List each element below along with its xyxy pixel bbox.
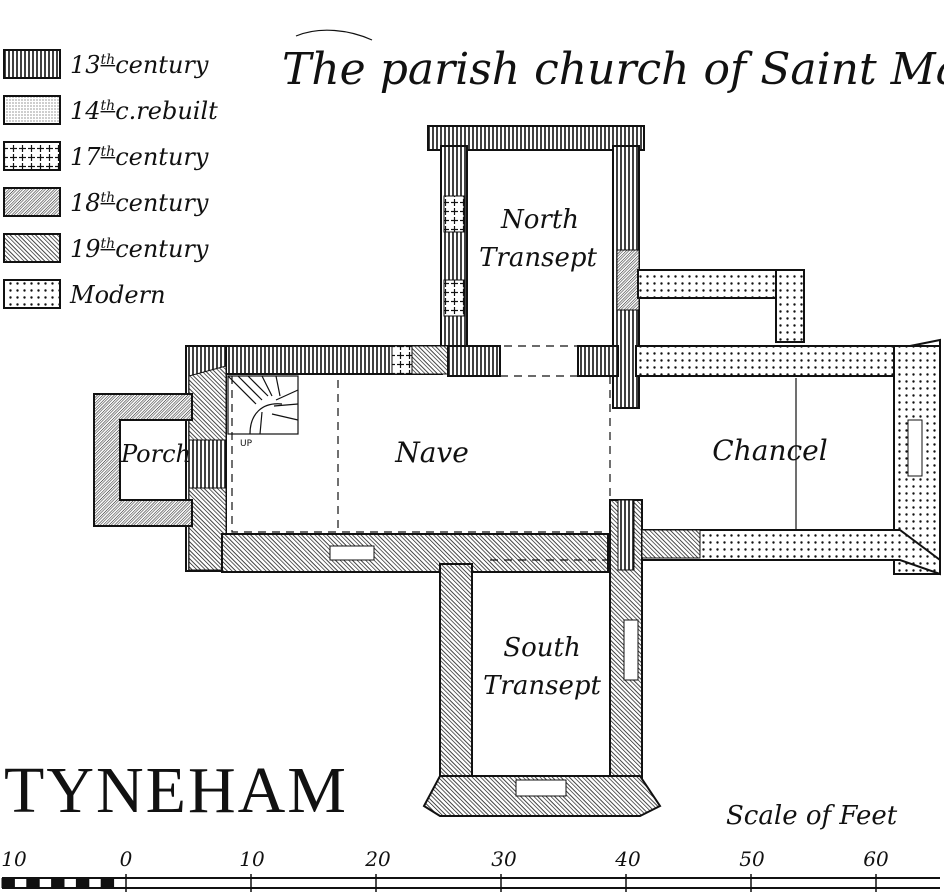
scale-tick-label: 0 [120, 847, 133, 871]
scale-title: Scale of Feet [726, 801, 898, 831]
title-flourish [295, 29, 373, 41]
place-name: TYNEHAM [4, 754, 348, 827]
porch-label: Porch [120, 440, 191, 468]
legend-swatch [3, 187, 61, 217]
nave-north-wall-crosses [391, 345, 415, 375]
north-transept-18c-patch [616, 249, 640, 311]
stair-up-label: UP [240, 439, 253, 449]
legend-item-14c: 14thc.rebuilt [3, 95, 218, 125]
legend-swatch [3, 95, 61, 125]
nave-label: Nave [394, 436, 469, 469]
legend-label: 17thcentury [70, 143, 209, 171]
legend-label: Modern [69, 281, 166, 309]
legend: 13thcentury 14thc.rebuilt 17thcentury 18thc… [3, 49, 218, 309]
legend-item-18c: 18thcentury [3, 187, 209, 217]
chancel-label: Chancel [712, 434, 827, 467]
nave-north-wall-19c [411, 345, 449, 375]
scale-tick-label: 40 [614, 847, 641, 871]
legend-swatch [3, 141, 61, 171]
south-transept-west-wall [439, 563, 473, 791]
north-transept-label-2: Transept [479, 243, 597, 273]
south-transept-east-window [623, 619, 639, 681]
scale-tick-label: 10 [239, 847, 265, 871]
south-transept-south-window [515, 779, 567, 797]
floor-plan [93, 125, 941, 817]
legend-item-19c: 19thcentury [3, 233, 209, 263]
crossing-dashed [490, 345, 612, 561]
nave-dashed-outline [231, 375, 611, 533]
scale-tick-label: 20 [364, 847, 391, 871]
chancel-north-vestry [637, 269, 799, 299]
scale-tick-label: 60 [863, 847, 889, 871]
chancel-south-wall-19c [641, 529, 701, 559]
legend-label: 13thcentury [70, 51, 209, 79]
south-transept-east-13c [617, 499, 635, 571]
scale-tick-label: 30 [491, 847, 517, 871]
nave-south-wall [221, 533, 609, 573]
stair [227, 375, 299, 435]
nave-west-19c-south [188, 487, 227, 571]
legend-item-13c: 13thcentury [3, 49, 209, 79]
chancel-east-window [907, 419, 923, 477]
legend-swatch [3, 49, 61, 79]
legend-label: 18thcentury [70, 189, 209, 217]
south-transept-label-2: Transept [483, 671, 601, 701]
scale-tick-label: 50 [739, 847, 765, 871]
scale-bar: 10 0 10 20 30 40 50 60 [1, 847, 940, 892]
legend-label: 14thc.rebuilt [70, 97, 218, 125]
title: The parish church of Saint Mary [282, 44, 944, 95]
legend-label: 19thcentury [70, 235, 209, 263]
nave-south-window [329, 545, 375, 561]
legend-swatch [3, 279, 61, 309]
chancel-vestry-east [775, 269, 805, 343]
legend-item-mod: Modern [3, 279, 166, 309]
nave-north-wall-east-stub [447, 345, 501, 377]
chancel-south-wall [641, 529, 941, 576]
north-transept-label-1: North [500, 205, 579, 235]
south-transept-label-1: South [503, 633, 580, 663]
legend-item-17c: 17thcentury [3, 141, 209, 171]
crossing-north-stub [577, 345, 619, 377]
north-transept-crosses-1 [443, 195, 465, 233]
legend-swatch [3, 233, 61, 263]
porch-walls [93, 393, 193, 527]
nave-west-19c-north [188, 365, 227, 441]
scale-tick-label: 10 [1, 847, 27, 871]
north-transept-crosses-2 [443, 279, 465, 317]
